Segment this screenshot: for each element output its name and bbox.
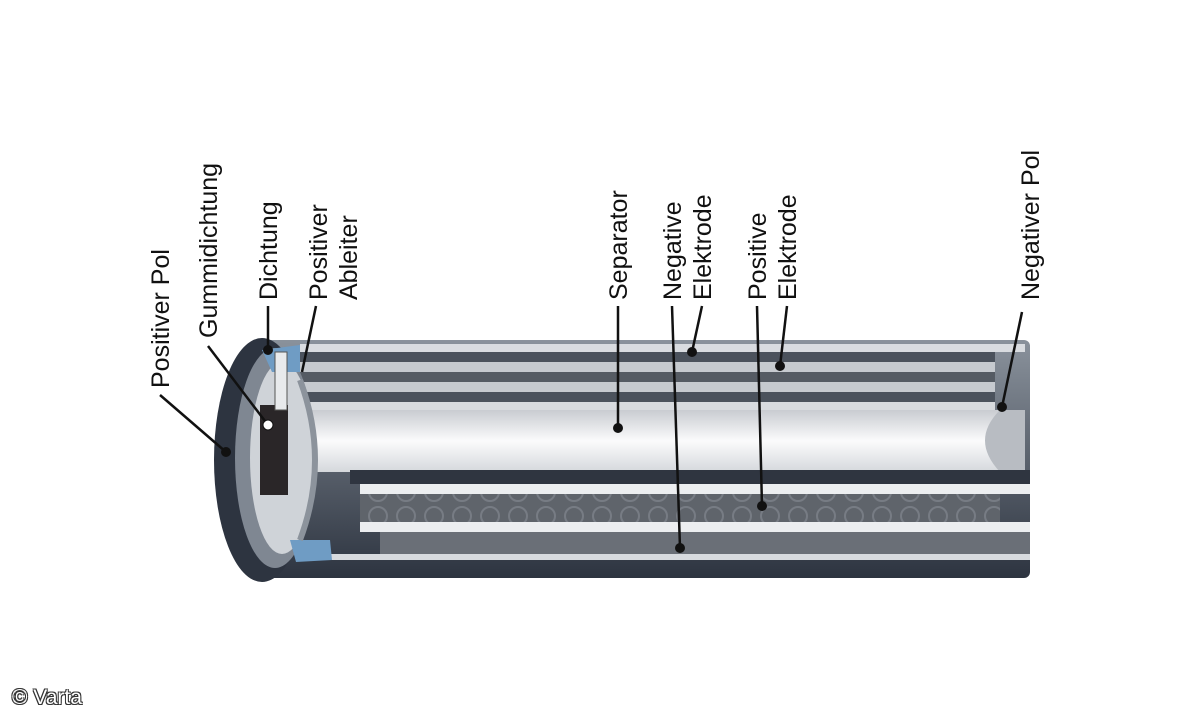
positive-cap [214,338,332,582]
svg-text:Elektrode: Elektrode [774,194,802,300]
label-negativer-pol: Negativer Pol [997,150,1045,412]
svg-text:Negativer Pol: Negativer Pol [1017,150,1045,300]
label-dichtung: Dichtung [255,201,283,355]
svg-text:Separator: Separator [605,190,633,300]
label-positive-elektrode: Positive Elektrode [744,194,802,511]
svg-text:Positiver: Positiver [305,204,333,300]
svg-text:Negative: Negative [659,201,687,300]
svg-text:Ableiter: Ableiter [335,215,363,300]
battery-casing [250,340,1030,578]
copyright-credit: © Varta [12,686,82,709]
label-positiver-ableiter: Positiver Ableiter [300,204,363,373]
label-negative-elektrode: Negative Elektrode [659,194,717,553]
svg-text:Elektrode: Elektrode [689,194,717,300]
svg-text:Dichtung: Dichtung [255,201,283,300]
label-separator: Separator [605,190,633,433]
svg-text:Positive: Positive [744,212,772,300]
label-positiver-pol: Positiver Pol [147,249,231,457]
label-gummidichtung: Gummidichtung [195,163,274,431]
svg-text:Positiver Pol: Positiver Pol [147,249,175,388]
separator-interior [300,410,1000,472]
svg-text:Gummidichtung: Gummidichtung [195,163,223,338]
